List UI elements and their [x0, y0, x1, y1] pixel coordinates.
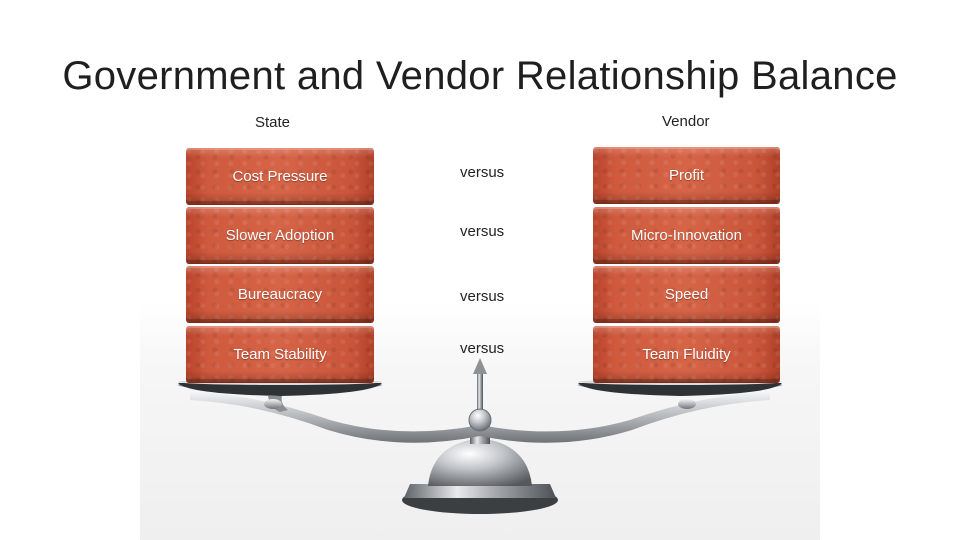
state-brick-bureaucracy: Bureaucracy	[186, 266, 374, 322]
versus-label: versus	[460, 288, 505, 305]
state-brick-cost-pressure: Cost Pressure	[186, 148, 374, 204]
versus-label: versus	[460, 164, 505, 181]
vendor-brick-speed: Speed	[593, 266, 780, 322]
versus-label: versus	[460, 340, 505, 357]
vendor-brick-team-fluidity: Team Fluidity	[593, 326, 780, 382]
state-brick-team-stability: Team Stability	[186, 326, 374, 382]
state-brick-slower-adoption: Slower Adoption	[186, 207, 374, 263]
vendor-brick-micro-innovation: Micro-Innovation	[593, 207, 780, 263]
versus-label: versus	[460, 223, 505, 240]
state-label: State	[255, 114, 291, 131]
vendor-label: Vendor	[662, 113, 710, 130]
vendor-brick-profit: Profit	[593, 147, 780, 203]
slide-title: Government and Vendor Relationship Balan…	[62, 54, 898, 98]
